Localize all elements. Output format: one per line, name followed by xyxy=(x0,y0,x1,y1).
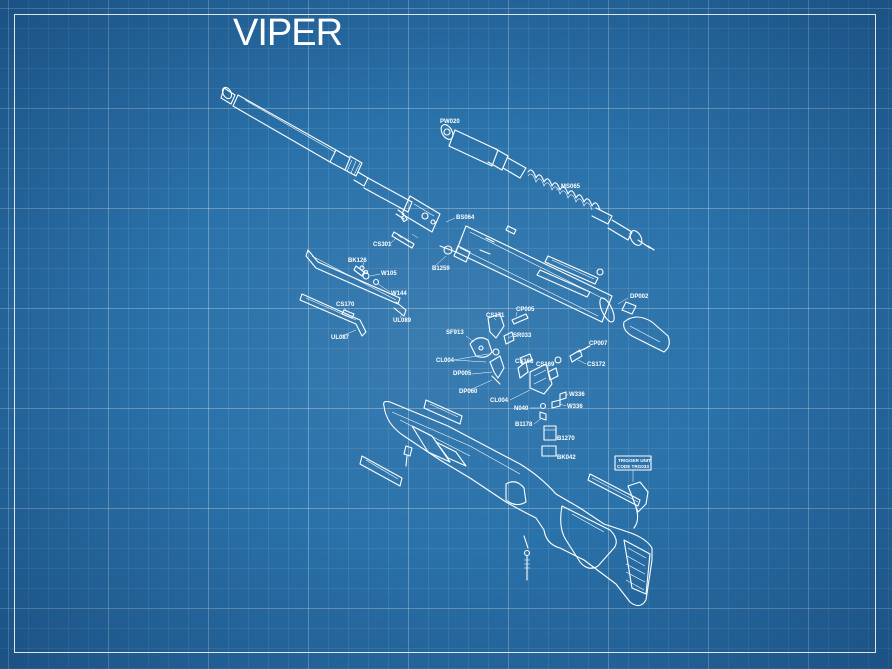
label-DP005: DP005 xyxy=(453,371,472,377)
label-CS172: CS172 xyxy=(587,362,606,368)
label-CL004-lower: CL004 xyxy=(490,398,509,404)
trigger-unit xyxy=(587,455,652,529)
label-BK126: BK126 xyxy=(348,258,367,264)
trigger-unit-line2: CODE TRG033 xyxy=(617,464,649,469)
label-DP002: DP002 xyxy=(630,294,649,300)
label-CS168: CS168 xyxy=(515,359,534,365)
mainspring xyxy=(527,169,601,211)
label-MS065: MS065 xyxy=(561,184,581,190)
label-W105: W105 xyxy=(381,271,397,277)
label-W144: W144 xyxy=(391,291,407,297)
label-BS064: BS064 xyxy=(456,215,475,221)
side-parts xyxy=(359,399,531,581)
trigger-group-parts xyxy=(469,313,591,457)
leader-lines xyxy=(341,124,629,457)
end-cap xyxy=(621,301,670,353)
compression-tube xyxy=(439,225,615,323)
lower-lever xyxy=(299,293,367,337)
label-CP007: CP007 xyxy=(589,341,608,347)
part-labels: PW020 MS065 BS064 CS301 B1259 BK126 W105… xyxy=(331,119,651,469)
label-W336-lower: W336 xyxy=(567,404,583,410)
piston-spring-assembly xyxy=(440,124,655,251)
label-W336-upper: W336 xyxy=(569,392,585,398)
label-B1270: B1270 xyxy=(557,436,575,442)
label-CS169: CS169 xyxy=(536,362,555,368)
label-B1178: B1178 xyxy=(515,422,533,428)
label-CS301: CS301 xyxy=(373,242,392,248)
label-SR033: SR033 xyxy=(513,333,532,339)
label-CS170: CS170 xyxy=(336,302,355,308)
rifle-stock xyxy=(383,400,653,607)
cocking-lever xyxy=(305,249,407,317)
label-PW020: PW020 xyxy=(440,119,460,125)
diagram-title: VIPER xyxy=(233,12,343,54)
label-N040: N040 xyxy=(514,406,529,412)
barrel-assembly xyxy=(220,86,441,249)
label-B1259: B1259 xyxy=(432,266,450,272)
label-DP060: DP060 xyxy=(459,389,478,395)
label-CL004-upper: CL004 xyxy=(436,358,455,364)
trigger-unit-line1: TRIGGER UNIT xyxy=(618,458,651,463)
blueprint-frame xyxy=(14,14,876,653)
label-BK042: BK042 xyxy=(557,455,576,461)
label-UL087: UL087 xyxy=(331,335,350,341)
label-CP005: CP005 xyxy=(516,307,535,313)
label-CS171: CS171 xyxy=(486,313,505,319)
label-SF913: SF913 xyxy=(446,330,464,336)
label-UL089: UL089 xyxy=(393,318,412,324)
